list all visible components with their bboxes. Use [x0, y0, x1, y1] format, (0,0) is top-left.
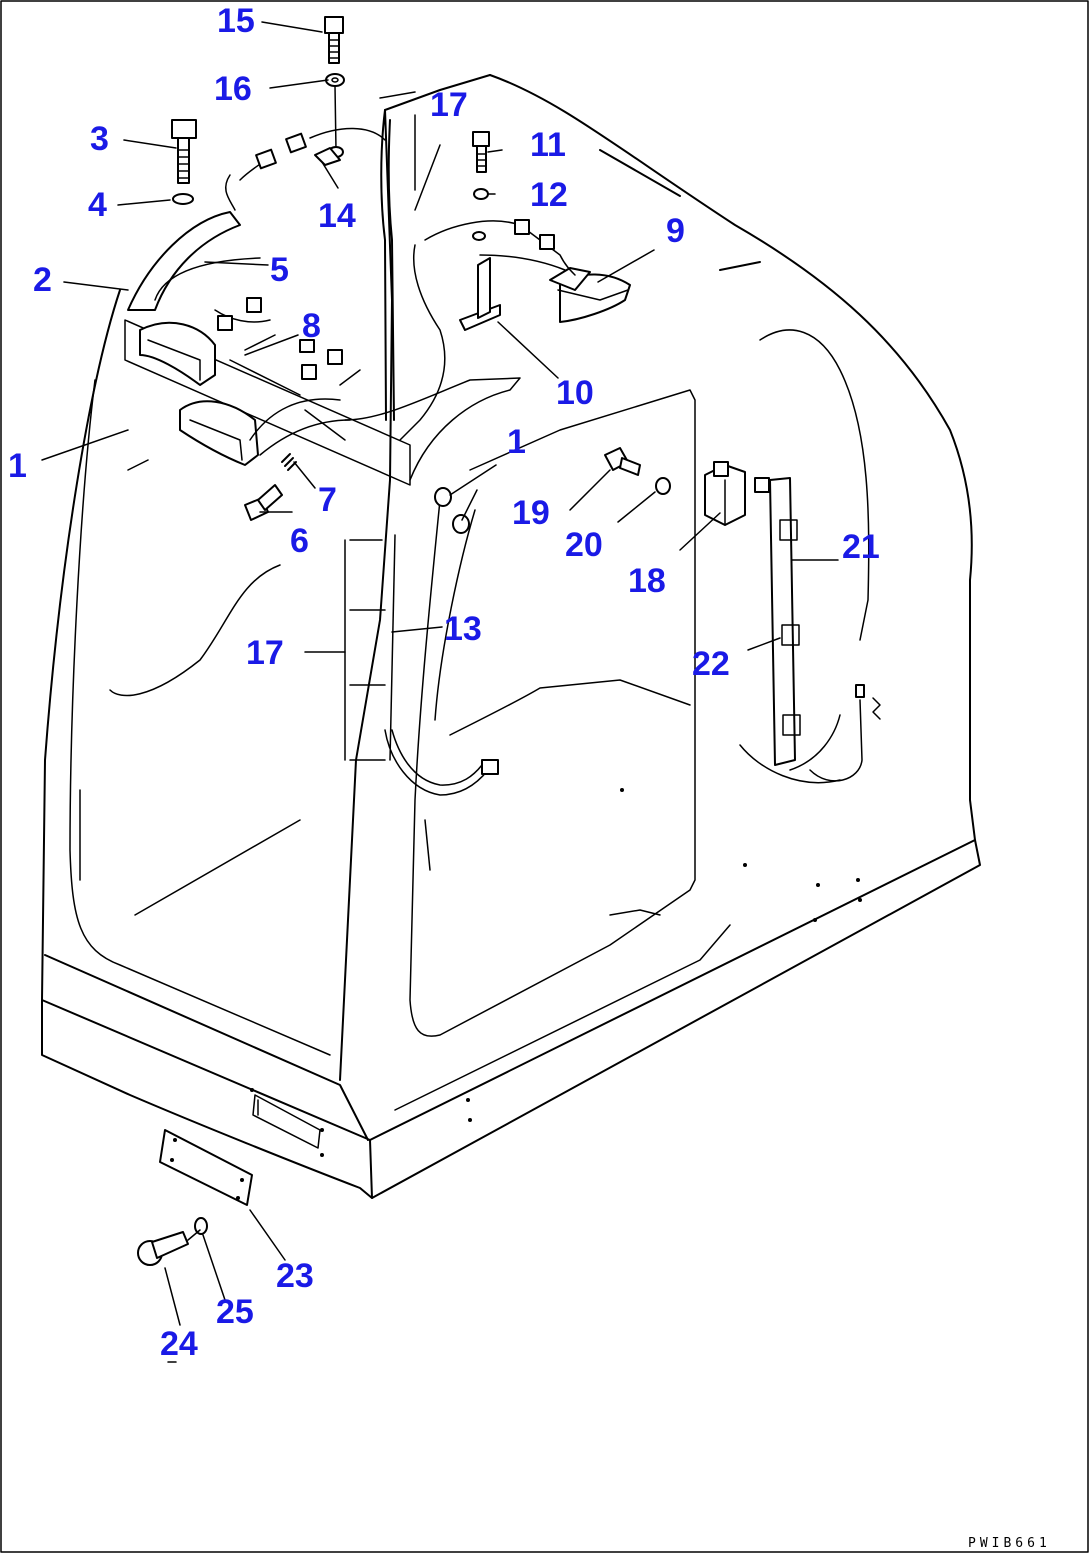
callout-25: 25	[216, 1293, 254, 1331]
washer-small	[472, 231, 486, 241]
bolt-15	[324, 16, 344, 64]
washer-12	[473, 188, 489, 200]
callout-18: 18	[628, 562, 666, 600]
bolt-axis-15	[334, 85, 337, 151]
work-lamp-lower	[179, 400, 259, 466]
leader-lines	[41, 21, 839, 1363]
bolt-19	[604, 447, 641, 476]
callout-11: 11	[530, 126, 566, 164]
wire-harness	[154, 109, 576, 796]
work-lamp-upper	[139, 321, 216, 386]
clamp-14	[314, 146, 344, 166]
callout-14: 14	[318, 197, 356, 235]
callout-1-left: 1	[8, 447, 27, 485]
callout-1-right: 1	[507, 423, 526, 461]
callout-3: 3	[90, 120, 109, 158]
connectors	[217, 132, 865, 775]
washer-4	[172, 193, 194, 205]
callout-4: 4	[88, 186, 107, 224]
callout-19: 19	[512, 494, 550, 532]
callout-23: 23	[276, 1257, 314, 1295]
cover-plate-23	[159, 1129, 253, 1206]
bolt-6	[244, 484, 283, 521]
washers-1-right	[434, 487, 470, 534]
bracket-18	[704, 461, 746, 526]
callout-2: 2	[33, 261, 52, 299]
callout-9: 9	[666, 212, 685, 250]
callout-22: 22	[692, 645, 730, 683]
callout-labels: 15 16 17 3 11 4 12 14 9 2 5 8 10 1 1 19 …	[8, 2, 880, 1363]
bolt-3	[171, 119, 197, 184]
callout-24: 24	[160, 1325, 198, 1363]
bolt-axis-24	[187, 1229, 201, 1241]
washer-25	[194, 1217, 208, 1235]
callout-7: 7	[318, 481, 337, 519]
callout-15: 15	[217, 2, 255, 40]
rail-21	[769, 477, 881, 782]
callout-12: 12	[530, 176, 568, 214]
callout-16: 16	[214, 70, 252, 108]
washer-20	[655, 477, 671, 495]
lamp-bracket-10	[459, 257, 501, 331]
bolt-11	[472, 131, 490, 173]
callout-8: 8	[302, 307, 321, 345]
drawing-code: PWIB661	[968, 1536, 1051, 1551]
cab-body	[41, 74, 981, 1199]
callout-5: 5	[270, 251, 289, 289]
callout-17-bottom: 17	[246, 634, 284, 672]
callout-13: 13	[444, 610, 482, 648]
callout-17-top: 17	[430, 86, 468, 124]
callout-20: 20	[565, 526, 603, 564]
callout-10: 10	[556, 374, 594, 412]
bolt-24	[137, 1231, 189, 1266]
rear-lamp	[549, 267, 631, 323]
callout-6: 6	[290, 522, 309, 560]
callout-21: 21	[842, 528, 880, 566]
